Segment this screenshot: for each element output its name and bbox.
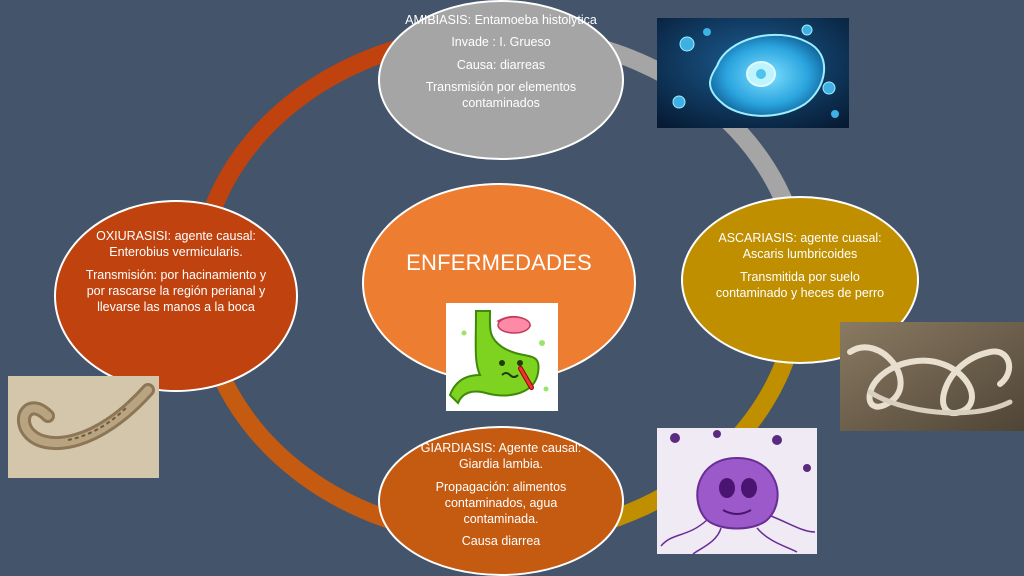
giardia-image: [657, 428, 817, 554]
oxiurasis-agent: OXIURASISI: agente causal: Enterobius ve…: [96, 229, 256, 260]
giardiasis-cause: Causa diarrea: [461, 534, 541, 549]
node-ascariasis: ASCARIASIS: agente cuasal: Ascaris lumbr…: [681, 196, 919, 364]
oxiurasis-transmission: Transmisión: por hacinamiento y por rasc…: [85, 267, 267, 315]
amoeba-image: [657, 18, 849, 128]
sick-stomach-image: [446, 303, 558, 411]
giardiasis-propagation: Propagación: alimentos contaminados, agu…: [435, 479, 567, 527]
ascariasis-transmission: Transmitida por suelo contaminado y hece…: [715, 269, 885, 300]
ascariasis-agent: ASCARIASIS: agente cuasal: Ascaris lumbr…: [718, 231, 882, 262]
node-amibiasis: AMIBIASIS: Entamoeba histolytica Invade …: [378, 0, 624, 160]
amibiasis-invasion: Invade : I. Grueso: [451, 35, 551, 50]
node-oxiurasis: OXIURASISI: agente causal: Enterobius ve…: [54, 200, 298, 392]
amibiasis-cause: Causa: diarreas: [456, 57, 546, 72]
node-giardiasis: GIARDIASIS: Agente causal: Giardia lambi…: [378, 426, 624, 576]
center-title: ENFERMEDADES: [406, 249, 592, 275]
pinworm-image: [8, 376, 159, 478]
giardiasis-agent: GIARDIASIS: Agente causal: Giardia lambi…: [420, 441, 582, 472]
amibiasis-transmission: Transmisión por elementos contaminados: [425, 79, 577, 110]
amibiasis-agent: AMIBIASIS: Entamoeba histolytica: [405, 13, 597, 27]
ascaris-image: [840, 322, 1024, 431]
